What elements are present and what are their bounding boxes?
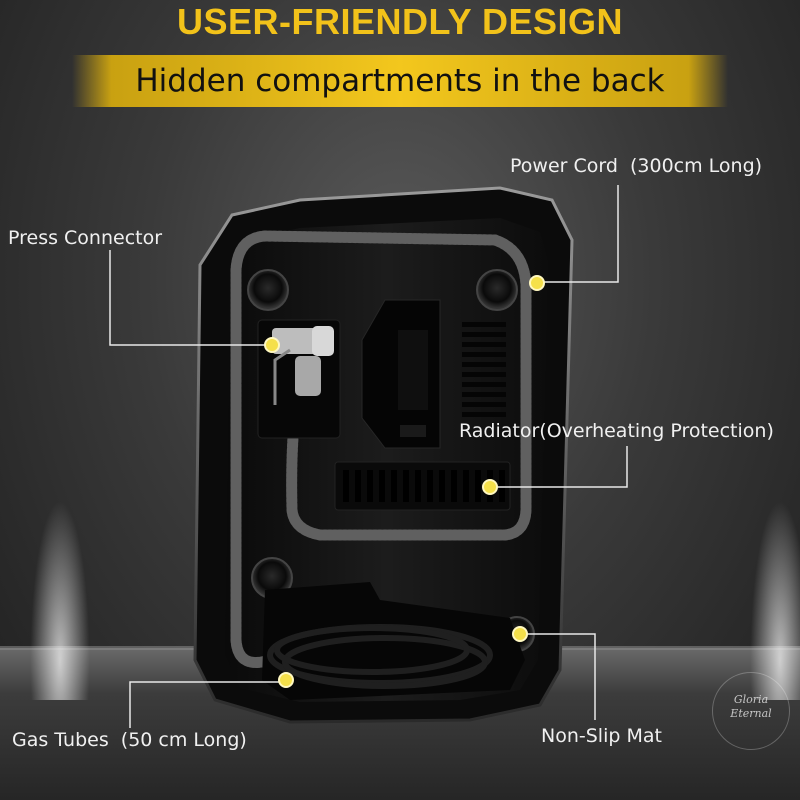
subtitle: Hidden compartments in the back — [135, 63, 665, 99]
watermark-text: Gloria Eternal — [730, 693, 772, 720]
spotlight-right — [750, 500, 800, 700]
marker-press-connector — [264, 337, 280, 353]
subtitle-banner — [72, 55, 728, 107]
upper-vents — [462, 322, 506, 417]
marker-power-cord — [529, 275, 545, 291]
callout-radiator: Radiator(Overheating Protection) — [459, 420, 774, 442]
coiled-cord — [267, 624, 493, 689]
marker-non-slip-mat — [512, 626, 528, 642]
callout-non-slip-mat: Non-Slip Mat — [541, 725, 662, 747]
marker-radiator — [482, 479, 498, 495]
marker-gas-tubes — [278, 672, 294, 688]
callout-press-connector: Press Connector — [8, 227, 163, 249]
leader-lines — [109, 185, 628, 728]
callout-gas-tubes: Gas Tubes (50 cm Long) — [12, 729, 247, 751]
marker-dots — [264, 275, 545, 688]
rubber-feet — [247, 269, 535, 652]
callout-power-cord: Power Cord (300cm Long) — [510, 155, 763, 177]
watermark-logo: Gloria Eternal — [712, 672, 790, 750]
spotlight-left — [30, 500, 90, 700]
headline: USER-FRIENDLY DESIGN — [176, 1, 624, 42]
